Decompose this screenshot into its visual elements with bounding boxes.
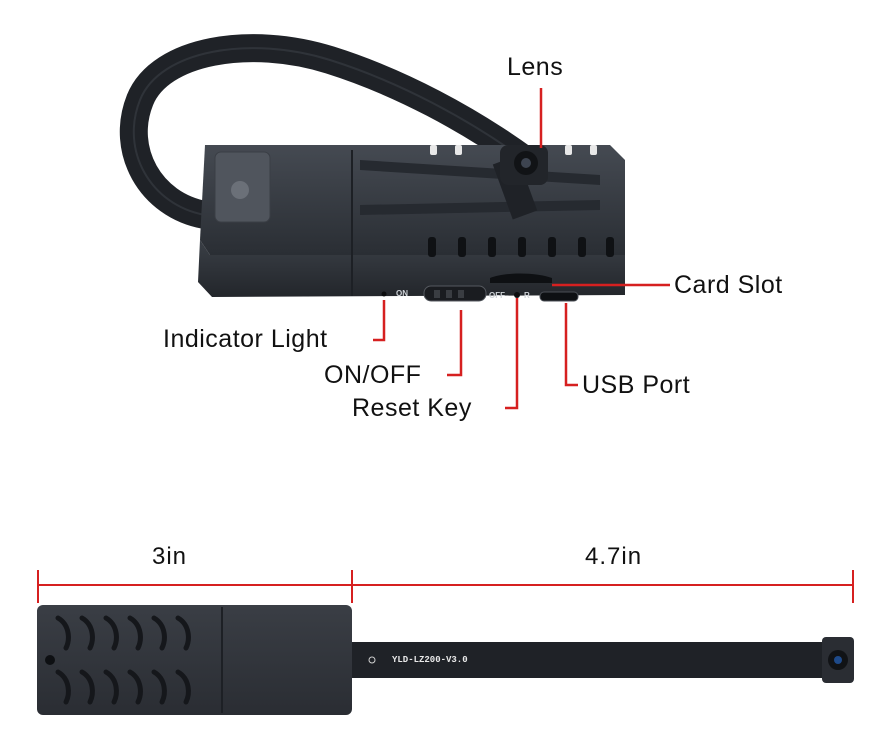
label-reset-key: Reset Key	[352, 394, 472, 422]
flat-body-vents	[55, 615, 191, 705]
dimension-body-length: 3in	[152, 543, 188, 570]
reset-hole	[514, 292, 520, 298]
label-indicator-light: Indicator Light	[163, 325, 328, 353]
top-vents	[430, 145, 597, 155]
indicator-led	[381, 291, 387, 297]
label-lens: Lens	[507, 53, 564, 81]
dimension-lines	[37, 570, 854, 603]
side-vents	[428, 237, 614, 257]
label-card-slot: Card Slot	[674, 271, 783, 299]
usb-port	[539, 291, 579, 302]
callout-lines	[373, 88, 670, 410]
device-marking-reset: R	[524, 291, 530, 300]
flat-ribbon-cable	[345, 642, 825, 678]
dimension-cable-length: 4.7in	[585, 543, 643, 570]
flat-lens-tip	[822, 637, 854, 683]
pcb-model-label: YLD-LZ200-V3.0	[392, 655, 468, 665]
device-marking-off: OFF	[489, 291, 505, 300]
label-usb-port: USB Port	[582, 371, 691, 399]
card-slot	[490, 273, 552, 283]
lens-module	[492, 145, 548, 220]
device-marking-on: ON	[396, 289, 408, 298]
label-on-off: ON/OFF	[324, 361, 422, 389]
power-switch	[423, 285, 487, 302]
